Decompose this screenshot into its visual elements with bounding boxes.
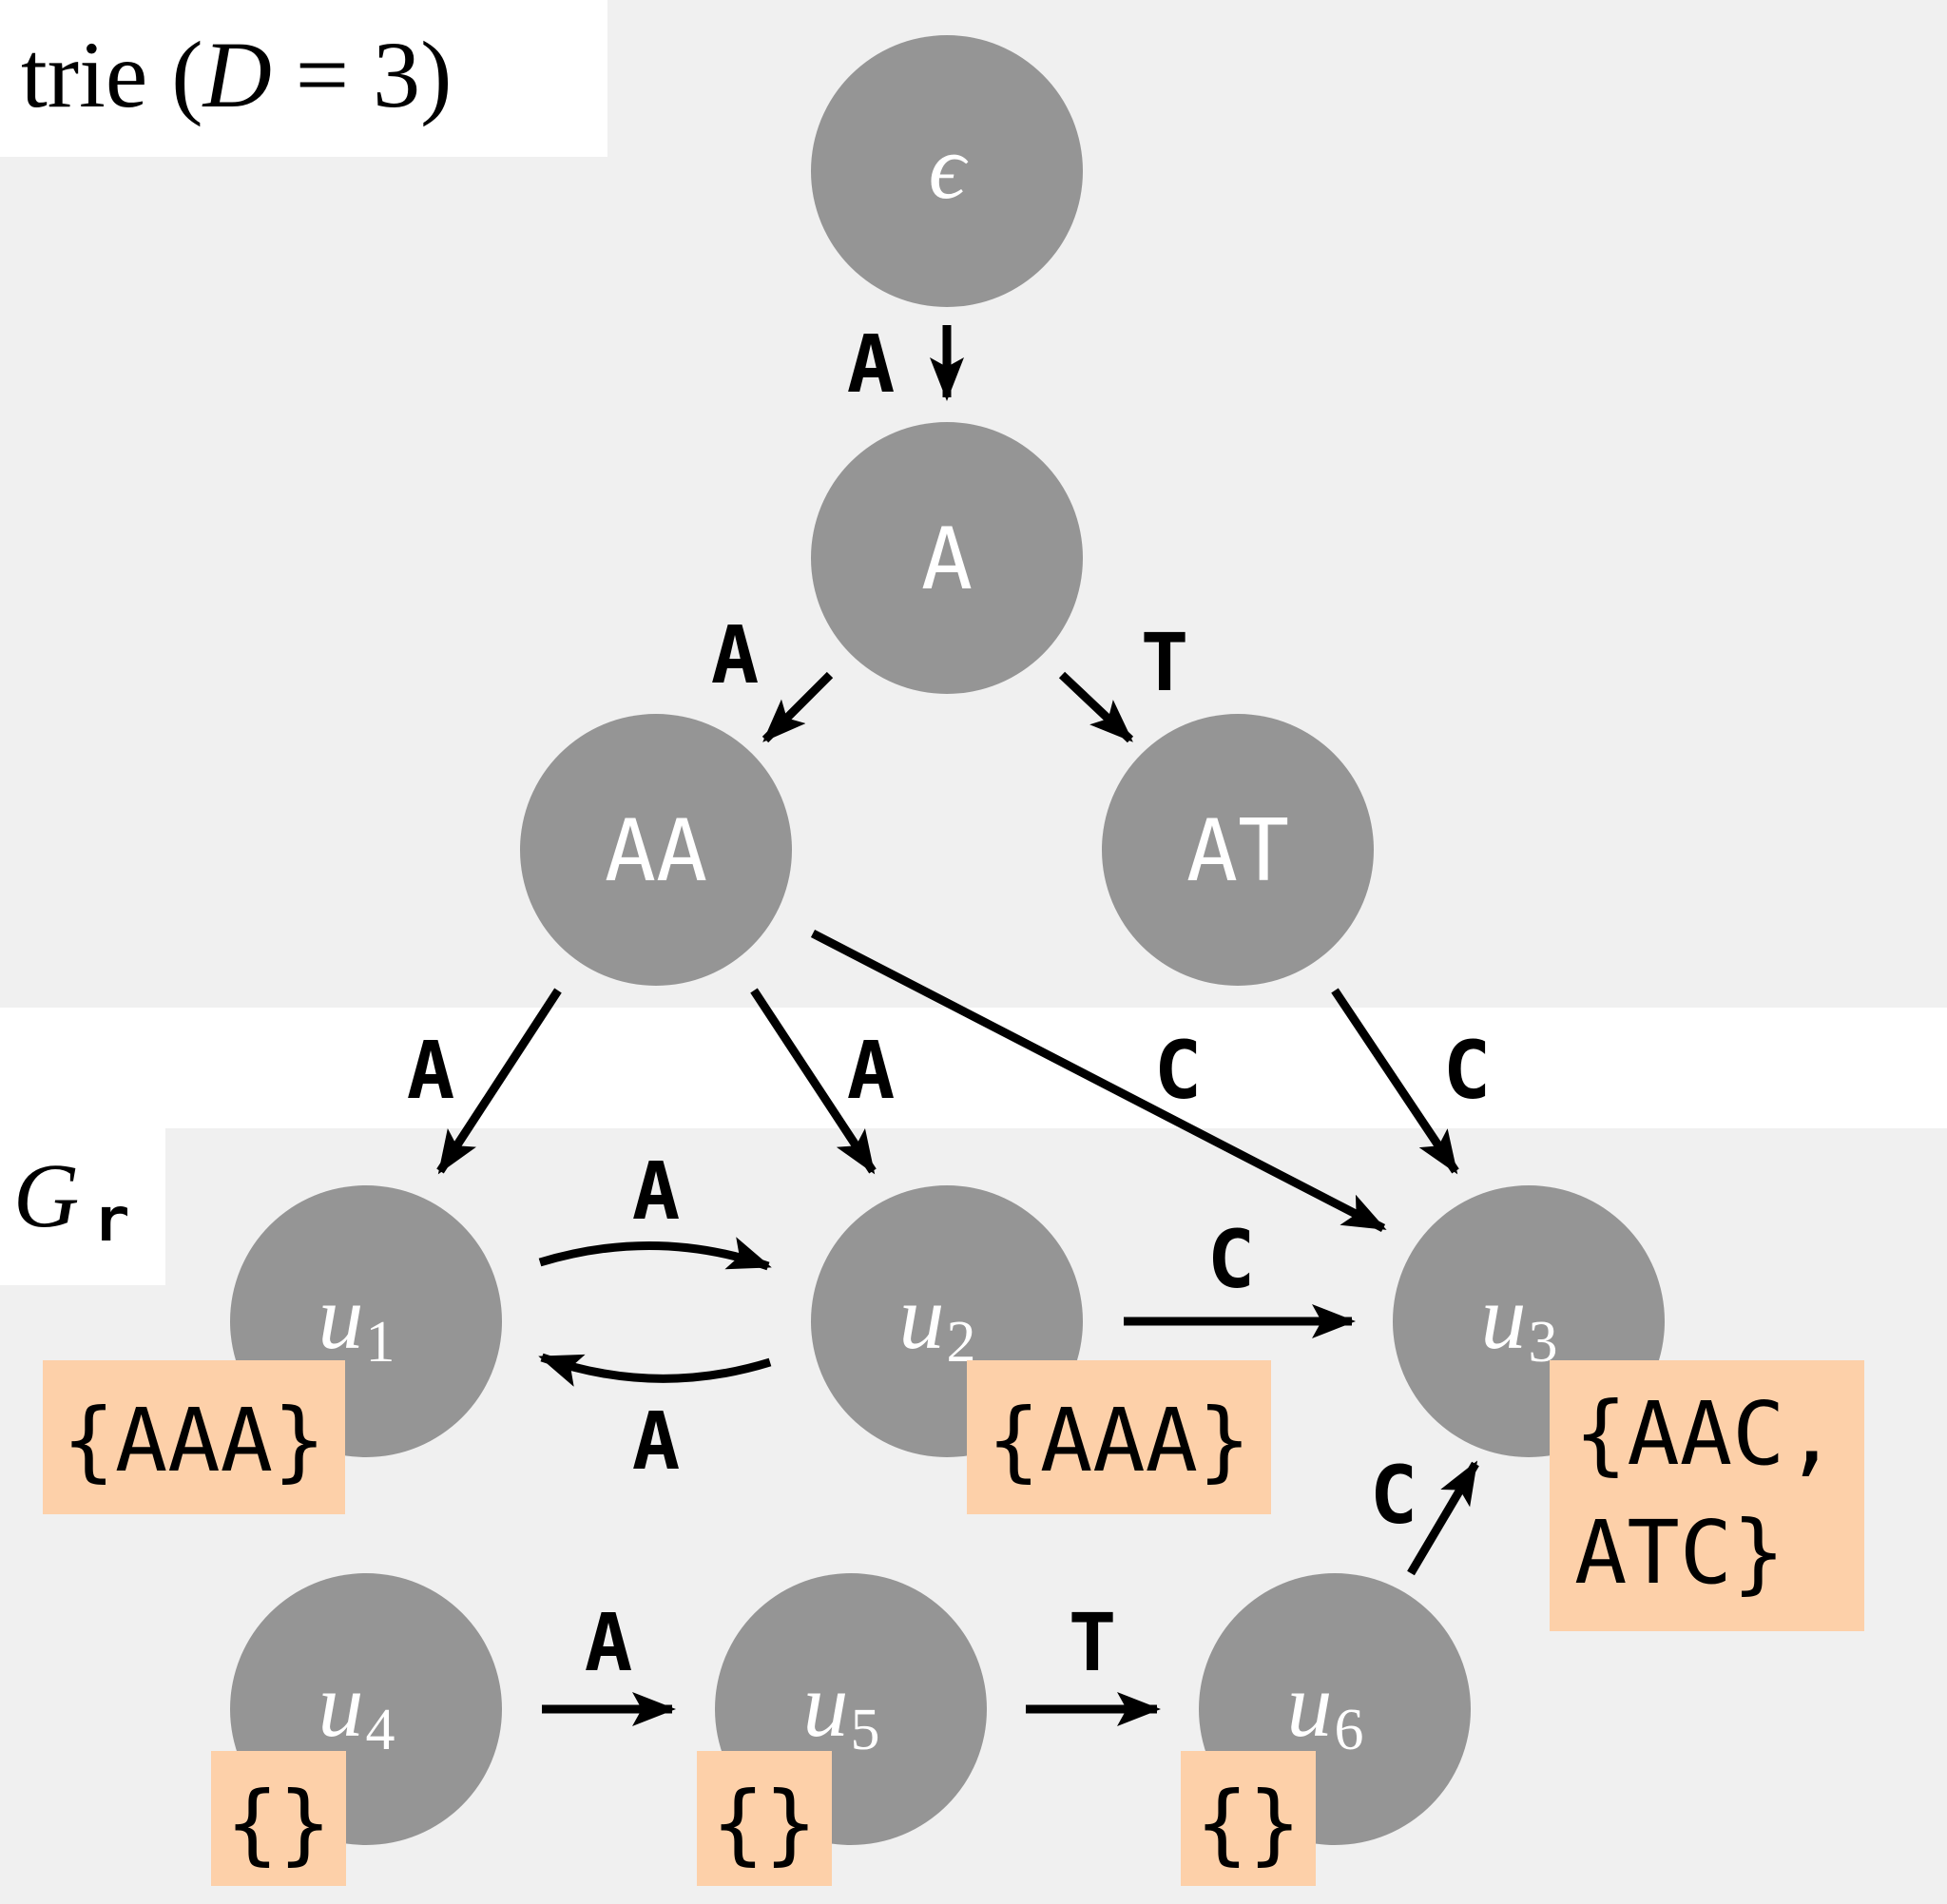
edge-label-u2-u3: C	[1207, 1213, 1256, 1306]
set-text-u6: {}	[1196, 1773, 1301, 1875]
edge-AA-u1	[436, 988, 562, 1175]
node-AA	[520, 714, 792, 986]
node-label-AT: AT	[1186, 801, 1289, 901]
set-text-u3-line-2: ATC}	[1574, 1502, 1785, 1604]
node-A	[811, 422, 1083, 694]
edge-label-u1-u2: A	[632, 1144, 681, 1238]
set-box-u1	[43, 1360, 345, 1514]
edge-label-u2-u1: A	[632, 1394, 681, 1488]
graph-region-label-subscript: r	[93, 1185, 130, 1256]
edge-label-AT-u3: C	[1443, 1024, 1492, 1117]
edge-label-u6-u3: C	[1370, 1449, 1418, 1542]
edge-A-AT	[1058, 671, 1134, 743]
edge-label-eps-A: A	[847, 317, 896, 411]
title-box	[0, 0, 607, 157]
edge-label-A-AT: T	[1141, 616, 1189, 709]
edge-label-A-AA: A	[711, 608, 760, 702]
node-label-u6: u6	[1287, 1654, 1364, 1762]
node-AT	[1102, 714, 1374, 986]
edge-A-AA	[761, 671, 834, 743]
set-text-u1: {AAA}	[63, 1390, 326, 1491]
edge-AA-u2	[750, 988, 877, 1175]
set-box-u3	[1550, 1360, 1864, 1631]
set-text-u5: {}	[712, 1773, 818, 1875]
set-text-u4: {}	[226, 1773, 332, 1875]
edge-u2-u1	[538, 1353, 772, 1387]
set-box-u5	[697, 1751, 832, 1886]
graph-region-label: G	[13, 1144, 79, 1246]
edge-label-AA-u2: A	[847, 1024, 896, 1117]
edge-label-AA-u1: A	[407, 1024, 455, 1117]
diagram-title: trie (D = 3)	[21, 22, 452, 127]
set-text-u2: {AAA}	[988, 1390, 1251, 1491]
node-label-AA: AA	[605, 801, 707, 901]
edge-u1-u2	[538, 1237, 772, 1271]
edge-label-AA-u3: C	[1154, 1024, 1203, 1117]
edge-label-u4-u5: A	[585, 1596, 633, 1689]
set-layer: {AAA} {AAA} {AAC, ATC} {} {} {}	[43, 1360, 1864, 1886]
edge-label-u5-u6: T	[1069, 1596, 1117, 1689]
node-label-u3: u3	[1481, 1266, 1558, 1375]
node-label-u1: u1	[318, 1266, 395, 1375]
node-eps	[811, 35, 1083, 307]
node-label-eps: ϵ	[929, 116, 969, 218]
node-label-u4: u4	[318, 1654, 395, 1762]
set-box-u4	[211, 1751, 346, 1886]
set-text-u3-line-1: {AAC,	[1574, 1383, 1838, 1485]
node-label-A: A	[921, 510, 973, 609]
edge-AA-u3	[810, 930, 1387, 1232]
trie-region-title-gap	[0, 1008, 1947, 1128]
node-label-u5: u5	[803, 1654, 880, 1762]
edge-u6-u3	[1407, 1460, 1479, 1576]
set-box-u6	[1181, 1751, 1316, 1886]
set-box-u2	[967, 1360, 1271, 1514]
edge-AT-u3	[1331, 988, 1459, 1175]
